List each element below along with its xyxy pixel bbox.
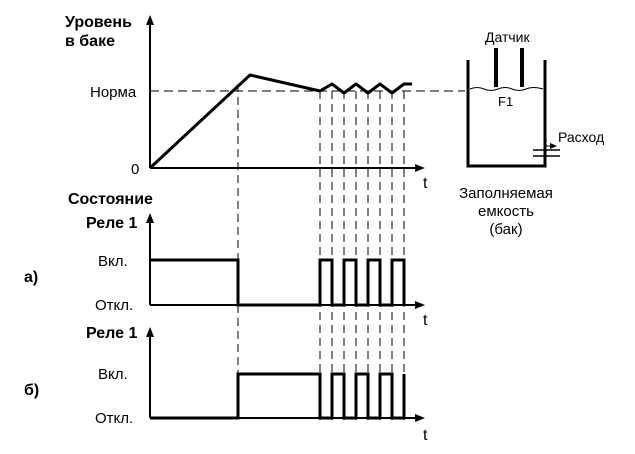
relay-a-signal <box>150 258 406 307</box>
sensor-level-label: F1 <box>498 94 513 109</box>
relay-a-on-label: Вкл. <box>98 253 128 270</box>
level-curve <box>148 73 412 170</box>
tank-caption-line1: Заполняемая <box>459 185 553 202</box>
relay-a-graph: Состояние Реле 1 Вкл. Откл. а) t <box>24 191 428 329</box>
tank-caption-line2: емкость <box>478 203 534 220</box>
relay-b-graph: Реле 1 Вкл. Откл. б) t <box>24 325 428 444</box>
switch-guides <box>237 84 405 420</box>
relay-a-title: Реле 1 <box>86 215 137 232</box>
level-t-label: t <box>423 175 428 192</box>
relay-b-signal <box>150 372 406 420</box>
water-surface <box>469 87 544 91</box>
sensor-label: Датчик <box>485 29 530 45</box>
norm-label: Норма <box>90 84 137 101</box>
level-title-line1: Уровень <box>65 14 132 31</box>
relay-a-t-label: t <box>423 312 428 329</box>
relay-b-off-label: Откл. <box>95 410 133 427</box>
case-a-label: а) <box>24 269 38 286</box>
tank-caption-line3: (бак) <box>489 221 522 238</box>
level-graph: Уровень в баке Норма 0 t <box>65 14 465 192</box>
zero-label: 0 <box>131 161 139 178</box>
tank-schematic: Датчик F1 Расход Заполняемая емкость (ба… <box>459 29 604 238</box>
relay-b-on-label: Вкл. <box>98 366 128 383</box>
relay-b-title: Реле 1 <box>86 325 137 342</box>
tank-body <box>466 60 547 168</box>
case-b-label: б) <box>24 382 39 399</box>
state-title: Состояние <box>68 191 153 208</box>
relay-b-t-label: t <box>423 427 428 444</box>
level-title-line2: в баке <box>65 33 115 50</box>
outflow-label: Расход <box>558 129 604 145</box>
relay-a-off-label: Откл. <box>95 297 133 314</box>
